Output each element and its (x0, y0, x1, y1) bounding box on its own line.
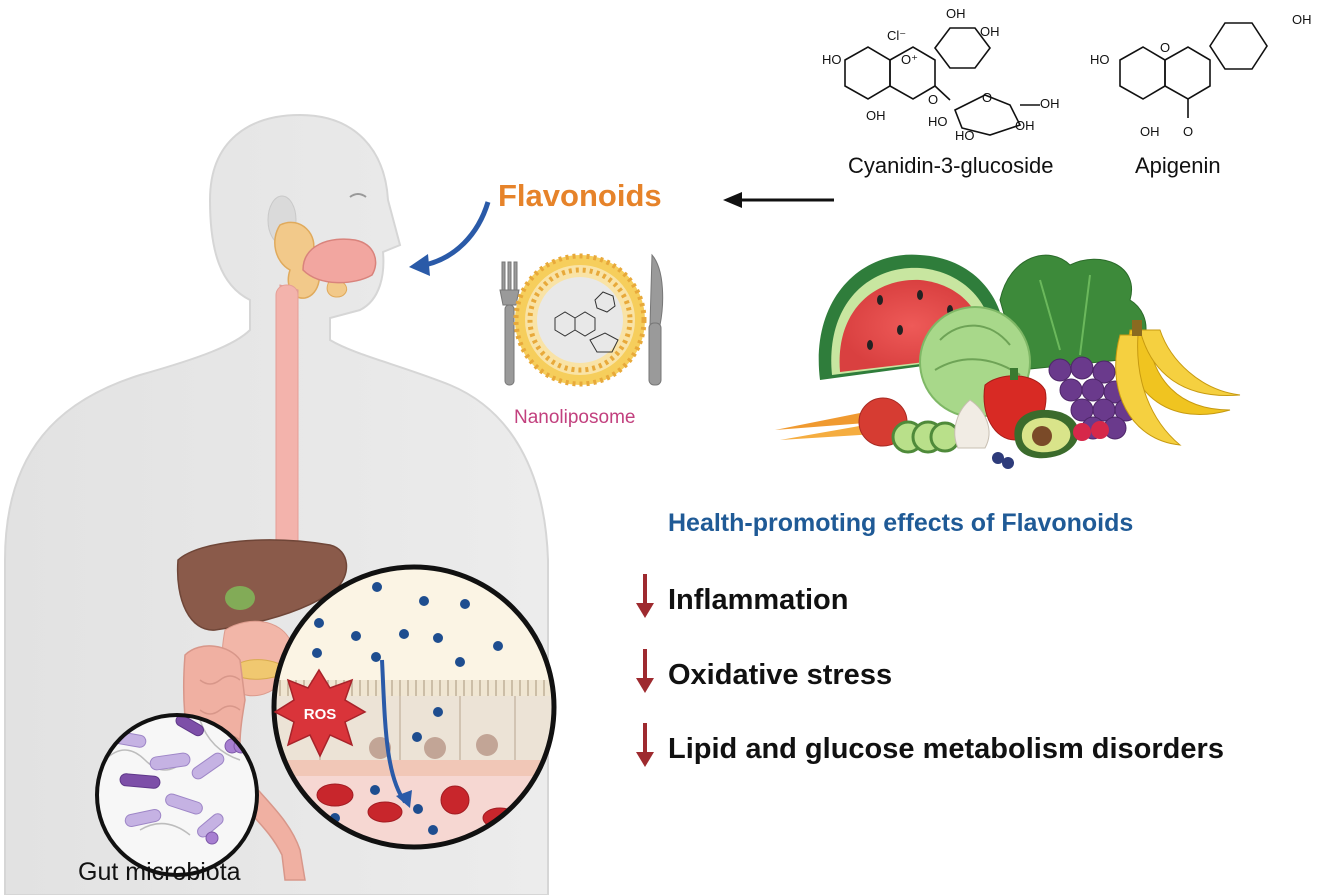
effect-oxidative-stress: Oxidative stress (668, 659, 893, 691)
svg-text:OH: OH (1292, 12, 1312, 27)
ros-burst-icon (273, 668, 367, 758)
gut-microbiota-label: Gut microbiota (78, 858, 241, 886)
effect-metabolism-disorders: Lipid and glucose metabolism disorders (668, 733, 1224, 765)
nanoliposome-icon (513, 253, 647, 387)
svg-text:O⁺: O⁺ (901, 52, 918, 67)
apigenin-structure (1119, 22, 1268, 118)
flavonoids-label: Flavonoids (498, 178, 662, 213)
svg-text:OH: OH (980, 24, 1000, 39)
svg-text:OH: OH (946, 6, 966, 21)
svg-text:Cl⁻: Cl⁻ (887, 28, 906, 43)
down-arrow-icon (636, 723, 654, 767)
effect-inflammation: Inflammation (668, 584, 849, 616)
svg-text:HO: HO (822, 52, 842, 67)
nanoliposome-label: Nanoliposome (514, 407, 636, 428)
compound-name-cyanidin: Cyanidin-3-glucoside (848, 153, 1054, 178)
svg-text:OH: OH (866, 108, 886, 123)
intestine-magnified-view: ROS (271, 564, 557, 850)
down-arrow-icon (636, 649, 654, 693)
svg-text:HO: HO (955, 128, 975, 143)
svg-text:O: O (982, 90, 992, 105)
svg-text:HO: HO (928, 114, 948, 129)
svg-text:O: O (1160, 40, 1170, 55)
gut-microbiota-view (95, 713, 259, 877)
fork-icon (499, 261, 520, 386)
svg-text:OH: OH (1040, 96, 1060, 111)
svg-text:OH: OH (1015, 118, 1035, 133)
ingestion-arrow-icon (424, 201, 491, 268)
svg-text:O: O (1183, 124, 1193, 139)
ros-label: ROS (304, 706, 337, 723)
svg-text:HO: HO (1090, 52, 1110, 67)
health-effects-title: Health-promoting effects of Flavonoids (668, 509, 1134, 537)
fruits-vegetables-illustration (775, 254, 1241, 469)
knife-icon (648, 253, 664, 386)
compound-name-apigenin: Apigenin (1135, 153, 1221, 178)
down-arrow-icon (636, 574, 654, 618)
svg-text:OH: OH (1140, 124, 1160, 139)
svg-text:O: O (928, 92, 938, 107)
digestive-system (176, 221, 377, 881)
cyanidin-3-glucoside-structure (844, 27, 1040, 136)
